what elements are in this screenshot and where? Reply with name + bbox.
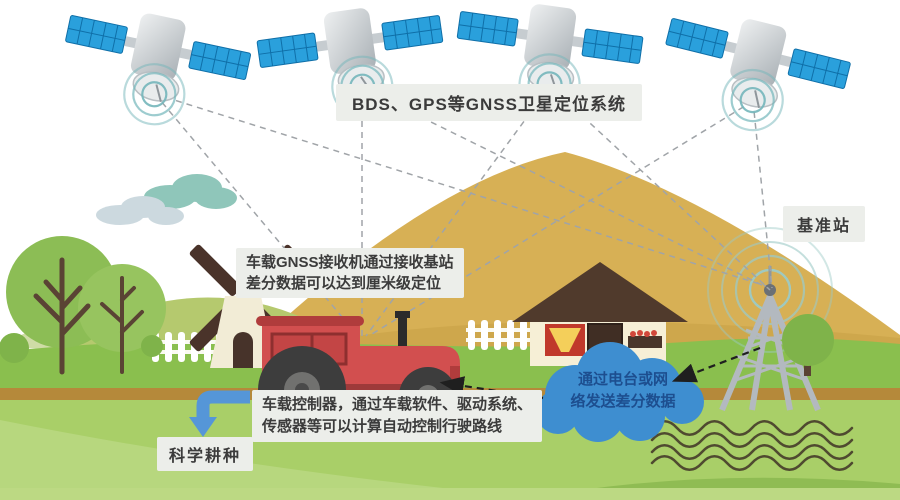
diagram-title: BDS、GPS等GNSS卫星定位系统	[336, 84, 642, 121]
satellite-icon	[51, 0, 256, 143]
down-arrow-icon	[189, 390, 250, 437]
field-light-curve	[0, 420, 560, 500]
field-rows-icon	[650, 420, 854, 471]
data-cloud-line1: 通过电台或网	[577, 371, 668, 388]
farming-label: 科学耕种	[157, 437, 254, 471]
field-bottom-strip	[0, 488, 900, 500]
controller-note-line2: 传感器等可以计算自动控制行驶路线	[262, 418, 503, 435]
data-cloud-line2: 络发送差分数据	[570, 393, 676, 410]
receiver-note-box: 车载GNSS接收机通过接收基站 差分数据可以达到厘米级定位	[236, 248, 464, 298]
controller-note-line1: 车载控制器，通过车载软件、驱动系统、	[262, 396, 533, 413]
tree-icon	[0, 236, 166, 375]
receiver-note-line1: 车载GNSS接收机通过接收基站	[246, 254, 454, 271]
data-cloud-label: 通过电台或网 络发送差分数据	[548, 369, 698, 413]
data-cloud-icon	[536, 342, 704, 442]
sky-cloud-icon	[96, 196, 184, 225]
controller-note-box: 车载控制器，通过车载软件、驱动系统、 传感器等可以计算自动控制行驶路线	[252, 390, 543, 442]
receiver-note-line2: 差分数据可以达到厘米级定位	[246, 275, 442, 292]
satellite-icon	[649, 0, 857, 152]
base-station-label: 基准站	[783, 206, 866, 242]
tree-icon	[782, 314, 834, 376]
